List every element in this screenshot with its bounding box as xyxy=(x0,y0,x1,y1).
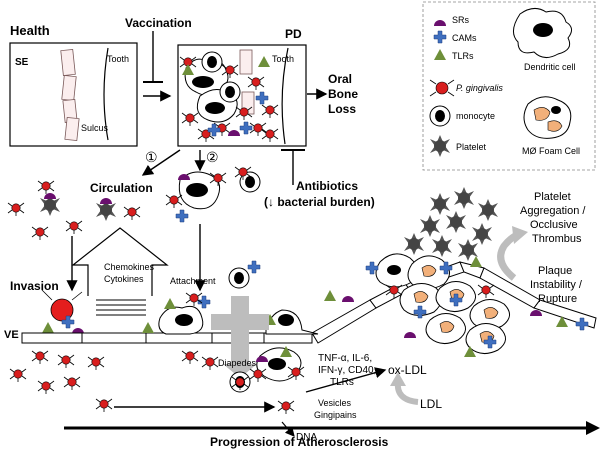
ve-label: VE xyxy=(4,329,19,341)
pd-panel: PD Tooth xyxy=(177,27,307,147)
legend-tlrs: TLRs xyxy=(452,51,474,61)
plaque-line-2: Instability / xyxy=(530,279,583,291)
cytokines-label: Cytokines xyxy=(104,274,144,284)
health-title: Health xyxy=(10,23,50,38)
step-2-marker: ② xyxy=(206,149,219,165)
attachment-label: Attachment xyxy=(170,276,216,286)
legend-srs: SRs xyxy=(452,15,470,25)
platelet-agg-line-3: Occlusive xyxy=(530,219,578,231)
pd-tooth-outline xyxy=(281,47,289,145)
plaque-foam-cells xyxy=(375,253,510,354)
route-1-arrow xyxy=(141,149,181,176)
pd-monocyte-2 xyxy=(219,81,241,103)
health-tooth-outline xyxy=(103,47,109,141)
pd-monocyte xyxy=(201,51,223,73)
sulcular-epithelium xyxy=(60,48,80,142)
platelet-agg-line-4: Thrombus xyxy=(532,233,582,245)
subendothelial-monocyte xyxy=(249,346,305,383)
thrombus-platelets xyxy=(404,187,498,261)
rupture-arrowhead xyxy=(512,226,528,244)
legend-monocyte-icon xyxy=(429,105,451,127)
legend-foam: MØ Foam Cell xyxy=(522,146,580,156)
chemokines-label: Chemokines xyxy=(104,262,155,272)
step-1-marker: ① xyxy=(145,149,158,165)
vaccination-label: Vaccination xyxy=(125,16,192,30)
bone-label: Bone xyxy=(328,87,358,101)
monocyte-over-attachment xyxy=(228,260,261,289)
legend-foam-icon xyxy=(523,96,572,139)
mediator-arrow xyxy=(305,367,387,393)
pd-epithelium xyxy=(239,49,255,115)
mediators-line-2: IFN-γ, CD40, xyxy=(318,365,376,376)
ldl-label: LDL xyxy=(420,397,442,411)
oral-label: Oral xyxy=(328,72,352,86)
ldl-oxidation-arrowhead xyxy=(390,372,406,386)
antibiotics-label: Antibiotics xyxy=(296,179,358,193)
platelet-agg-line-2: Aggregation / xyxy=(520,205,586,217)
invading-bacterium xyxy=(41,289,84,334)
bacterium-in-monocyte xyxy=(234,166,261,193)
diapedesis-arrow xyxy=(211,296,269,378)
attached-monocyte xyxy=(142,292,211,335)
health-panel: Health SE Tooth Sulcus xyxy=(9,23,138,147)
legend-pg: P. gingivalis xyxy=(456,83,503,93)
platelet-agg-line-1: Platelet xyxy=(534,191,571,203)
gingipains-label: Gingipains xyxy=(314,410,357,420)
bacterial-burden-label: (↓ bacterial burden) xyxy=(264,195,375,209)
infected-monocyte-lower xyxy=(229,371,251,393)
legend: SRs CAMs TLRs Dendritic cell P. gingival… xyxy=(422,1,596,171)
legend-dendritic: Dendritic cell xyxy=(524,62,576,72)
loss-label: Loss xyxy=(328,102,356,116)
invasion-label: Invasion xyxy=(10,279,59,293)
mediators-line-1: TNF-α, IL-6, xyxy=(318,353,372,364)
progression-label: Progression of Atherosclerosis xyxy=(210,435,389,449)
pd-tooth-label: Tooth xyxy=(272,54,294,64)
ox-ldl-label: ox-LDL xyxy=(388,363,427,377)
progression-arrowhead xyxy=(586,421,600,435)
health-sulcus-label: Sulcus xyxy=(81,123,109,133)
health-se-label: SE xyxy=(15,57,29,68)
legend-monocyte: monocyte xyxy=(456,111,495,121)
chemokine-arrow: Chemokines Cytokines xyxy=(71,227,169,316)
circulation-label: Circulation xyxy=(90,181,153,195)
route2-monocyte xyxy=(165,171,227,223)
diapedesis-label: Diapedesis xyxy=(218,358,263,368)
vesicles-label: Vesicles xyxy=(318,398,352,408)
legend-pg-icon xyxy=(429,79,455,97)
spreading-monocyte xyxy=(264,309,319,335)
plaque-line-1: Plaque xyxy=(538,265,572,277)
plaque-line-3: Rupture xyxy=(538,293,577,305)
legend-cams: CAMs xyxy=(452,33,477,43)
circulation-platelets xyxy=(40,193,116,221)
health-tooth-label: Tooth xyxy=(107,54,129,64)
dna-label: DNA xyxy=(296,432,317,443)
pd-title: PD xyxy=(285,27,302,41)
legend-platelet: Platelet xyxy=(456,142,487,152)
